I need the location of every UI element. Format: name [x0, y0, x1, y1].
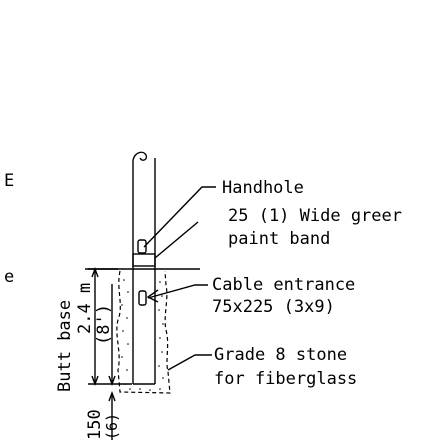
paint-band [132, 253, 156, 267]
stone-leader [167, 354, 212, 371]
stone-backfill-outline [116, 270, 171, 394]
paint-band-leader [154, 221, 199, 259]
paint-band-label-line2: paint band [228, 229, 330, 249]
cable-entrance-opening [138, 290, 147, 306]
stone-stipple [121, 279, 164, 391]
depth-imperial-label: (8') [94, 304, 114, 345]
bottom-metric-label: 150 [85, 409, 105, 440]
pole-break-symbol [132, 151, 148, 161]
handhole-opening [137, 239, 147, 254]
handhole-label: Handhole [222, 178, 304, 198]
bottom-imperial-label: (6) [103, 413, 121, 440]
depth-metric-label: 2.4 m [75, 283, 95, 334]
stone-label-line2: for fiberglass [214, 369, 357, 389]
butt-base-label: Butt base [55, 300, 75, 392]
dim-arrow-top [91, 267, 99, 278]
imperial-arrow [108, 375, 116, 386]
dim-arrow-bottom [91, 375, 99, 386]
cable-entrance-label-line2: 75x225 (3x9) [212, 297, 335, 317]
handhole-leader [143, 186, 216, 248]
bottom-dim-arrow [108, 391, 116, 402]
stone-label-line1: Grade 8 stone [214, 345, 347, 365]
paint-band-label-line1: 25 (1) Wide greer [228, 206, 402, 226]
edge-letter-e: E [4, 171, 14, 191]
cable-entrance-label-line1: Cable entrance [212, 275, 355, 295]
cable-entrance-arrow [146, 289, 159, 303]
edge-letter-e-lower: e [4, 267, 14, 287]
cable-entrance-leader [147, 284, 208, 299]
